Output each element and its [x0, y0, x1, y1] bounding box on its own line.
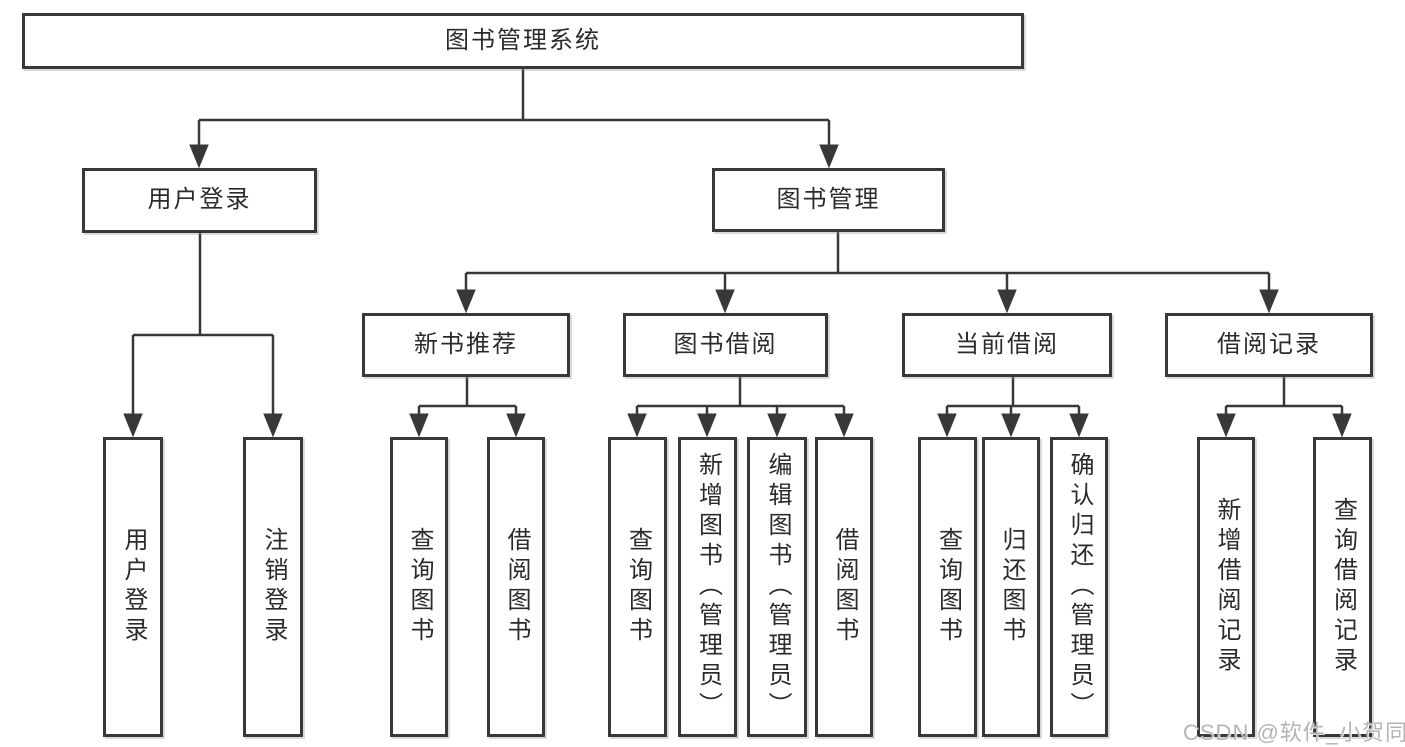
node-user-login: 用户登录: [82, 168, 317, 233]
leaf-query-book-recommend: 查询图书: [390, 437, 448, 737]
node-book-borrow: 图书借阅: [623, 313, 828, 377]
leaf-user-login: 用户登录: [103, 437, 163, 737]
watermark: CSDN @软件_小贺同学: [1183, 720, 1405, 745]
node-new-book-recommend: 新书推荐: [362, 313, 570, 377]
leaf-add-borrow-record: 新增借阅记录: [1197, 437, 1255, 737]
leaf-edit-book-admin: 编辑图书（管理员）: [747, 437, 807, 737]
leaf-confirm-return-admin: 确认归还（管理员）: [1050, 437, 1108, 737]
leaf-return-book: 归还图书: [982, 437, 1040, 737]
leaf-add-book-admin: 新增图书（管理员）: [678, 437, 737, 737]
node-current-borrow: 当前借阅: [902, 313, 1112, 377]
leaf-query-borrow-record: 查询借阅记录: [1313, 437, 1372, 737]
node-root: 图书管理系统: [22, 13, 1024, 69]
leaf-logout: 注销登录: [243, 437, 303, 737]
node-book-management: 图书管理: [712, 168, 945, 232]
leaf-query-book-borrow: 查询图书: [608, 437, 667, 737]
node-borrow-record: 借阅记录: [1165, 313, 1373, 377]
leaf-query-book-current: 查询图书: [918, 437, 977, 737]
leaf-borrow-book: 借阅图书: [815, 437, 873, 737]
leaf-borrow-book-recommend: 借阅图书: [487, 437, 545, 737]
